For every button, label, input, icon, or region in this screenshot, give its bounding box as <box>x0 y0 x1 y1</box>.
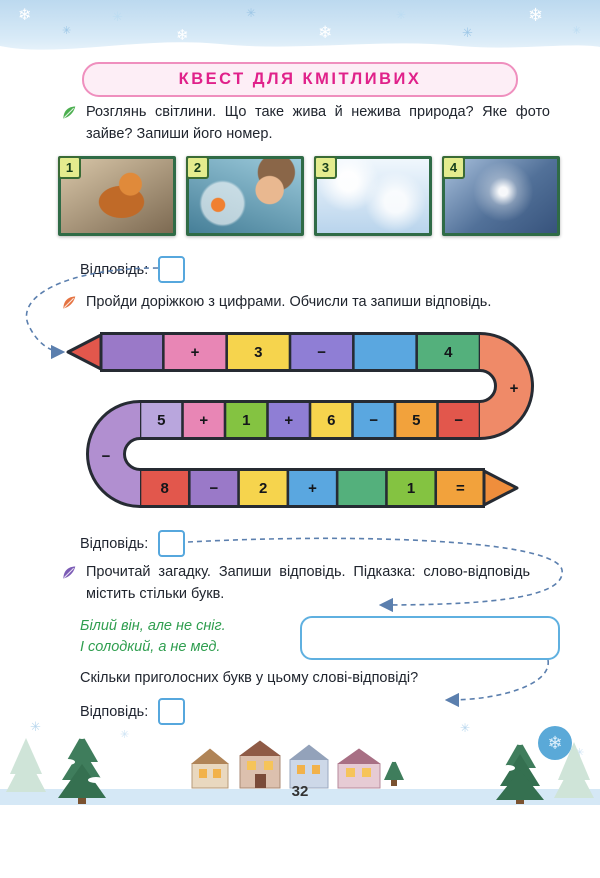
snow-wave-edge <box>0 42 600 58</box>
task2-answer-box[interactable] <box>158 530 186 557</box>
task1-bullet-icon <box>63 106 76 119</box>
snowflake-icon: ✳ <box>112 9 123 24</box>
task3: Прочитай загадку. Запиши відповідь. Підк… <box>60 562 530 606</box>
task3-text: Прочитай загадку. Запиши відповідь. Підк… <box>86 564 530 602</box>
snowflake-icon: ✳ <box>572 25 582 37</box>
path-cell-label: + <box>308 480 317 497</box>
snowflake-icon: ❄ <box>176 27 189 44</box>
path-cell-label: − <box>454 412 463 429</box>
photo-strip: 1 2 3 4 <box>58 156 560 236</box>
task3-bullet-icon <box>63 566 76 579</box>
path-cell-label: 8 <box>160 480 168 497</box>
snowflake-badge: ❄ <box>538 726 572 760</box>
task1: Розглянь світлини. Що таке жива й нежива… <box>60 102 550 146</box>
task2-answer-row: Відповідь: <box>80 530 186 557</box>
snowflake-icon: ✳ <box>62 25 72 37</box>
task1-answer-label: Відповідь: <box>80 261 149 278</box>
path-turn-left <box>89 403 142 505</box>
path-cell-label: + <box>191 344 200 361</box>
riddle-line2: І солодкий, а не мед. <box>80 639 221 656</box>
top-snow-band: ❄ ✳ ✳ ❄ ✳ ❄ ✳ ✳ ❄ ✳ <box>0 0 600 58</box>
photo-number-badge: 3 <box>314 156 337 179</box>
trees-left <box>6 733 106 804</box>
footer-snow-scene: ✳ ✳ ✳ ✳ <box>0 718 600 878</box>
photo-winter-branches: 4 <box>442 156 560 236</box>
path-turn-right <box>478 335 531 437</box>
path-cell-label: − <box>102 448 111 465</box>
workbook-page: { "title": "КВЕСТ ДЛЯ КМІТЛИВИХ", "page"… <box>0 0 600 805</box>
photo-number-badge: 2 <box>186 156 209 179</box>
riddle-answer-box[interactable] <box>300 616 560 660</box>
snowflake-icon: ✳ <box>30 719 41 734</box>
path-cell-label: + <box>199 412 208 429</box>
snowflake-icon: ❄ <box>318 23 333 42</box>
snowflake-icon: ❄ <box>18 7 32 24</box>
path-cell-label: − <box>369 412 378 429</box>
task1-text: Розглянь світлини. Що таке жива й нежива… <box>86 104 550 142</box>
snowflake-icon: ✳ <box>462 25 473 40</box>
photo-girl-with-aquarium: 2 <box>186 156 304 236</box>
photo-number-badge: 4 <box>442 156 465 179</box>
trees-right <box>496 739 594 804</box>
path-cell-label: 1 <box>242 412 250 429</box>
path-cell-label: + <box>510 380 519 397</box>
path-cell-label: 6 <box>327 412 335 429</box>
snowflake-icon: ❄ <box>528 5 544 25</box>
snowflake-icon: ✳ <box>120 729 130 741</box>
task3-question-text: Скільки приголосних букв у цьому слові-в… <box>80 670 419 686</box>
path-cell-label: 2 <box>259 480 267 497</box>
number-path-board: +3 − 4 − 5 − 6 +1 +5 8 − 2 +1 = + − <box>66 332 534 508</box>
path-cell-label: − <box>210 480 219 497</box>
path-cell-label: = <box>456 480 465 497</box>
task3-question: Скільки приголосних букв у цьому слові-в… <box>80 668 550 690</box>
task2-text: Пройди доріжкою з цифрами. Обчисли та за… <box>86 294 492 310</box>
task1-answer-row: Відповідь: <box>80 256 186 283</box>
path-cell-label: 4 <box>444 344 453 361</box>
path-cell-label: + <box>284 412 293 429</box>
snow-base <box>0 789 600 805</box>
task3-answer-label: Відповідь: <box>80 703 149 720</box>
riddle-line1: Білий він, але не сніг. <box>80 618 226 634</box>
houses-illustration <box>187 735 404 789</box>
path-start-arrow <box>66 333 103 371</box>
task1-answer-box[interactable] <box>158 256 186 283</box>
photo-number-badge: 1 <box>58 156 81 179</box>
path-end-arrow <box>482 469 519 507</box>
path-cell-label: 3 <box>254 344 262 361</box>
photo-frosty-trees: 3 <box>314 156 432 236</box>
page-title: КВЕСТ ДЛЯ КМІТЛИВИХ <box>82 62 518 97</box>
path-cell-label: − <box>317 344 326 361</box>
riddle-text: Білий він, але не сніг. І солодкий, а не… <box>80 616 226 658</box>
snowflake-icon: ❄ <box>547 732 563 753</box>
path-cell-label: 1 <box>407 480 415 497</box>
snowflake-icon: ✳ <box>460 721 471 735</box>
path-cell-label: 5 <box>412 412 420 429</box>
task2-answer-label: Відповідь: <box>80 535 149 552</box>
snowflake-icon: ✳ <box>246 6 257 20</box>
task3-answer-row: Відповідь: <box>80 698 186 725</box>
task2: Пройди доріжкою з цифрами. Обчисли та за… <box>60 292 560 314</box>
photo-squirrel: 1 <box>58 156 176 236</box>
snowflake-icon: ✳ <box>396 8 407 22</box>
snowflake-icon: ✳ <box>575 747 585 759</box>
task3-answer-box[interactable] <box>158 698 186 725</box>
path-cell-label: 5 <box>157 412 165 429</box>
task2-bullet-icon <box>63 296 76 309</box>
page-number: 32 <box>291 783 309 800</box>
